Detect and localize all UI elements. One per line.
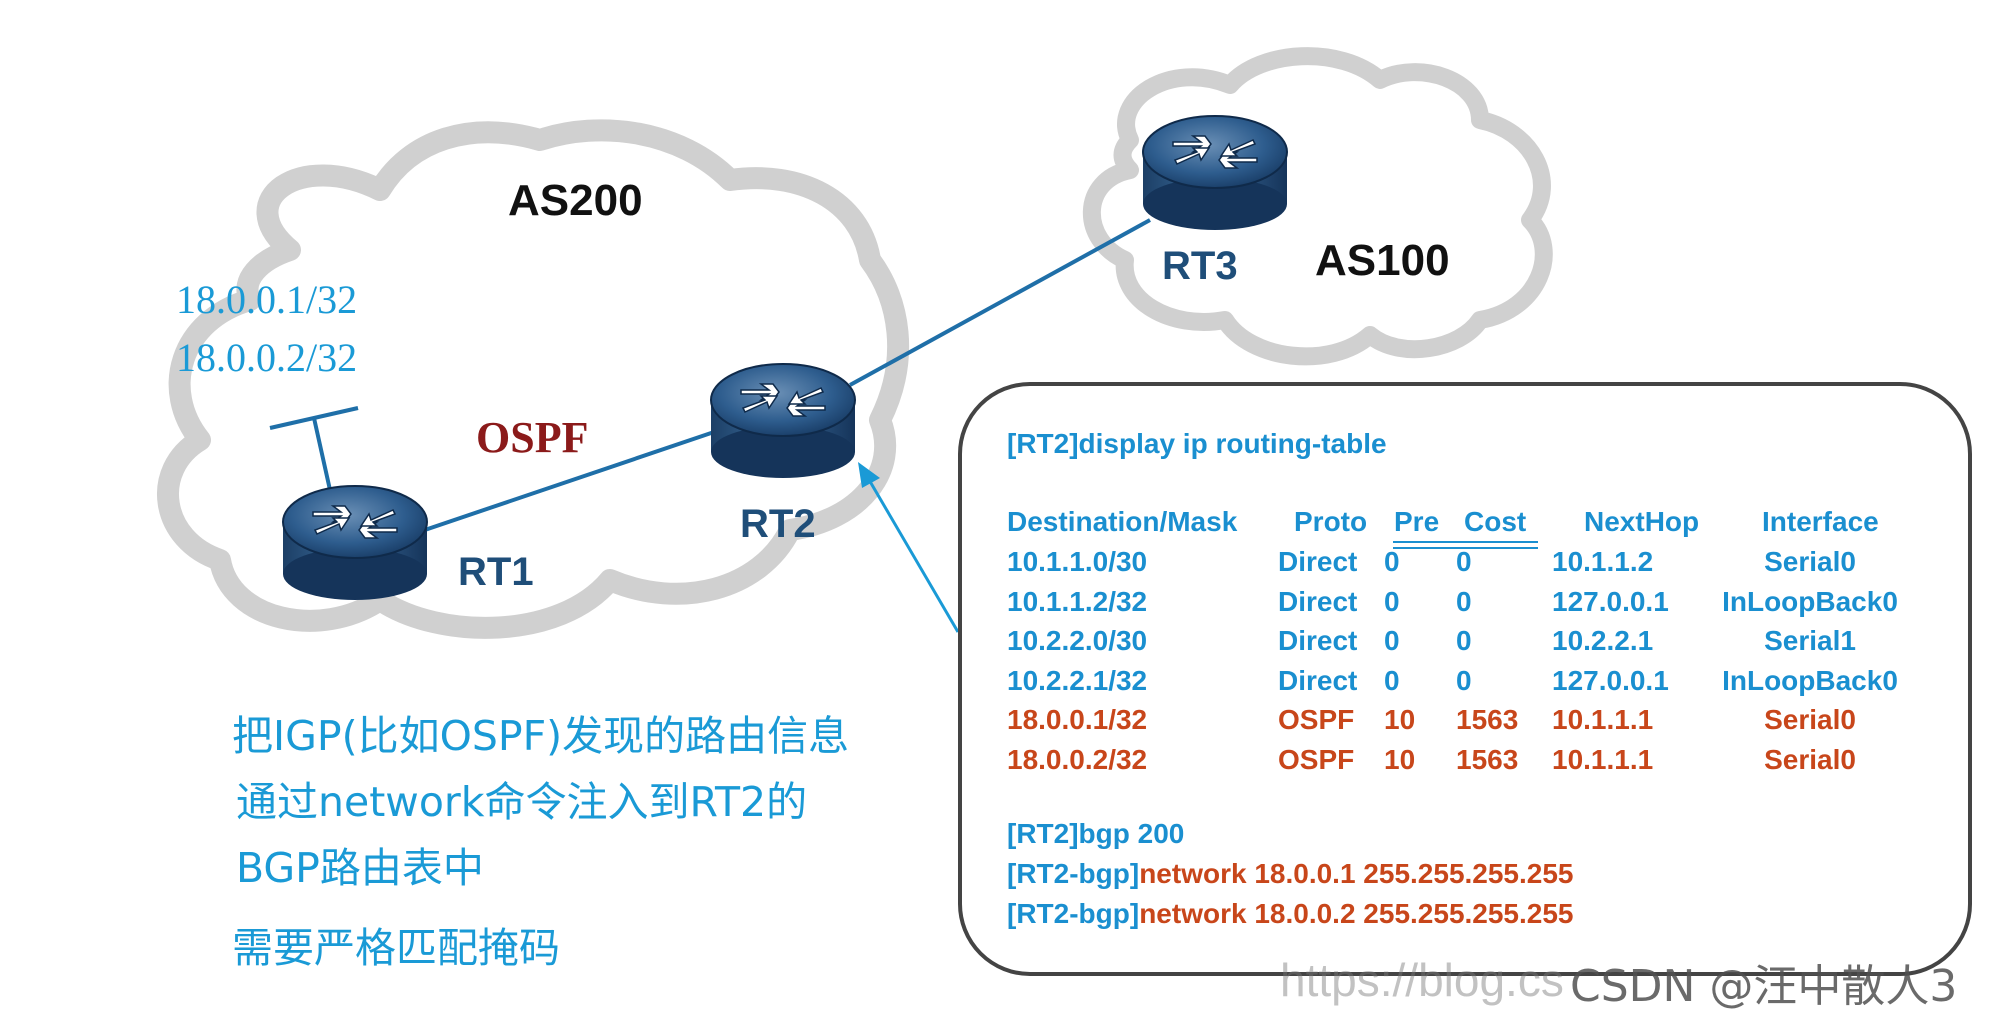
note-extra: 需要严格匹配掩码 bbox=[232, 924, 560, 972]
cell-proto: Direct bbox=[1278, 585, 1358, 617]
network-cmd-line-2: [RT2-bgp]network 18.0.0.2 255.255.255.25… bbox=[1007, 898, 1574, 930]
cell-iface: Serial0 bbox=[1764, 743, 1856, 775]
cell-nexthop: 10.1.1.1 bbox=[1552, 743, 1654, 775]
bgp-prompt: [RT2-bgp] bbox=[1007, 858, 1140, 889]
cell-iface: Serial0 bbox=[1764, 704, 1856, 735]
bgp-prompt: [RT2-bgp] bbox=[1007, 898, 1140, 929]
cell-cost: 0 bbox=[1456, 664, 1472, 696]
ospf-label: OSPF bbox=[476, 413, 589, 462]
as200-label: AS200 bbox=[508, 176, 643, 225]
note-line-3: BGP路由表中 bbox=[236, 844, 484, 892]
rt2-router-icon bbox=[710, 363, 856, 478]
rt3-label: RT3 bbox=[1162, 244, 1238, 288]
bgp-command: [RT2]bgp 200 bbox=[1007, 818, 1185, 849]
cell-cost: 0 bbox=[1456, 546, 1472, 577]
stub-network-drop bbox=[312, 417, 332, 491]
header-proto: Proto bbox=[1294, 506, 1368, 537]
as100-label: AS100 bbox=[1315, 236, 1450, 285]
rt1-label: RT1 bbox=[458, 550, 534, 594]
cell-proto: Direct bbox=[1278, 664, 1358, 696]
rt2-label: RT2 bbox=[740, 502, 816, 546]
network-cmd-1: network 18.0.0.1 255.255.255.255 bbox=[1139, 858, 1574, 889]
csdn-watermark: CSDN @汪中散人3 bbox=[1570, 961, 1958, 1012]
cell-dest: 10.2.2.0/30 bbox=[1007, 625, 1148, 656]
cell-pre: 0 bbox=[1384, 546, 1400, 577]
cell-nexthop: 10.2.2.1 bbox=[1552, 625, 1654, 656]
cell-dest: 10.1.1.0/30 bbox=[1007, 546, 1148, 577]
pointer-arrow bbox=[858, 462, 960, 633]
header-destination: Destination/Mask bbox=[1007, 506, 1238, 537]
cell-dest: 10.2.2.1/32 bbox=[1007, 664, 1148, 696]
cell-pre: 0 bbox=[1384, 585, 1400, 617]
link-rt2-rt3 bbox=[849, 218, 1151, 387]
header-interface: Interface bbox=[1762, 506, 1879, 537]
network-cmd-line-1: [RT2-bgp]network 18.0.0.1 255.255.255.25… bbox=[1007, 858, 1574, 890]
cell-pre: 10 bbox=[1384, 704, 1416, 735]
cell-iface: InLoopBack0 bbox=[1722, 585, 1898, 617]
cell-proto: Direct bbox=[1278, 546, 1358, 577]
stub-prefix-1: 18.0.0.1/32 bbox=[176, 277, 358, 322]
cell-dest: 18.0.0.1/32 bbox=[1007, 704, 1148, 735]
cell-dest: 10.1.1.2/32 bbox=[1007, 585, 1148, 617]
header-nexthop: NextHop bbox=[1584, 506, 1700, 537]
cell-iface: Serial1 bbox=[1764, 625, 1856, 656]
cell-nexthop: 127.0.0.1 bbox=[1552, 664, 1669, 696]
cell-iface: Serial0 bbox=[1764, 546, 1856, 577]
cell-cost: 1563 bbox=[1456, 743, 1519, 775]
cell-dest: 18.0.0.2/32 bbox=[1007, 743, 1148, 775]
cell-cost: 0 bbox=[1456, 585, 1472, 617]
cell-pre: 0 bbox=[1384, 625, 1400, 656]
header-pre: Pre bbox=[1394, 506, 1440, 537]
rt3-router-icon bbox=[1142, 115, 1288, 230]
cell-nexthop: 10.1.1.2 bbox=[1552, 546, 1654, 577]
network-cmd-2: network 18.0.0.2 255.255.255.255 bbox=[1139, 898, 1574, 929]
stub-prefix-2: 18.0.0.2/32 bbox=[176, 335, 358, 380]
cell-cost: 0 bbox=[1456, 625, 1472, 656]
cell-proto: Direct bbox=[1278, 625, 1358, 656]
link-rt1-rt2 bbox=[409, 428, 721, 537]
console-box bbox=[958, 382, 1972, 976]
cell-proto: OSPF bbox=[1278, 743, 1355, 775]
cell-nexthop: 10.1.1.1 bbox=[1552, 704, 1654, 735]
header-cost: Cost bbox=[1464, 506, 1527, 537]
cell-pre: 10 bbox=[1384, 743, 1416, 775]
note-line-1: 把IGP(比如OSPF)发现的路由信息 bbox=[232, 712, 850, 760]
cell-iface: InLoopBack0 bbox=[1722, 664, 1898, 696]
rt1-router-icon bbox=[282, 485, 428, 600]
console-command: [RT2]display ip routing-table bbox=[1007, 428, 1387, 459]
cell-nexthop: 127.0.0.1 bbox=[1552, 585, 1669, 617]
cell-proto: OSPF bbox=[1278, 704, 1355, 735]
url-watermark: https://blog.cs bbox=[1280, 954, 1564, 1006]
note-line-2: 通过network命令注入到RT2的 bbox=[236, 778, 808, 826]
cell-pre: 0 bbox=[1384, 664, 1400, 696]
cell-cost: 1563 bbox=[1456, 704, 1519, 735]
